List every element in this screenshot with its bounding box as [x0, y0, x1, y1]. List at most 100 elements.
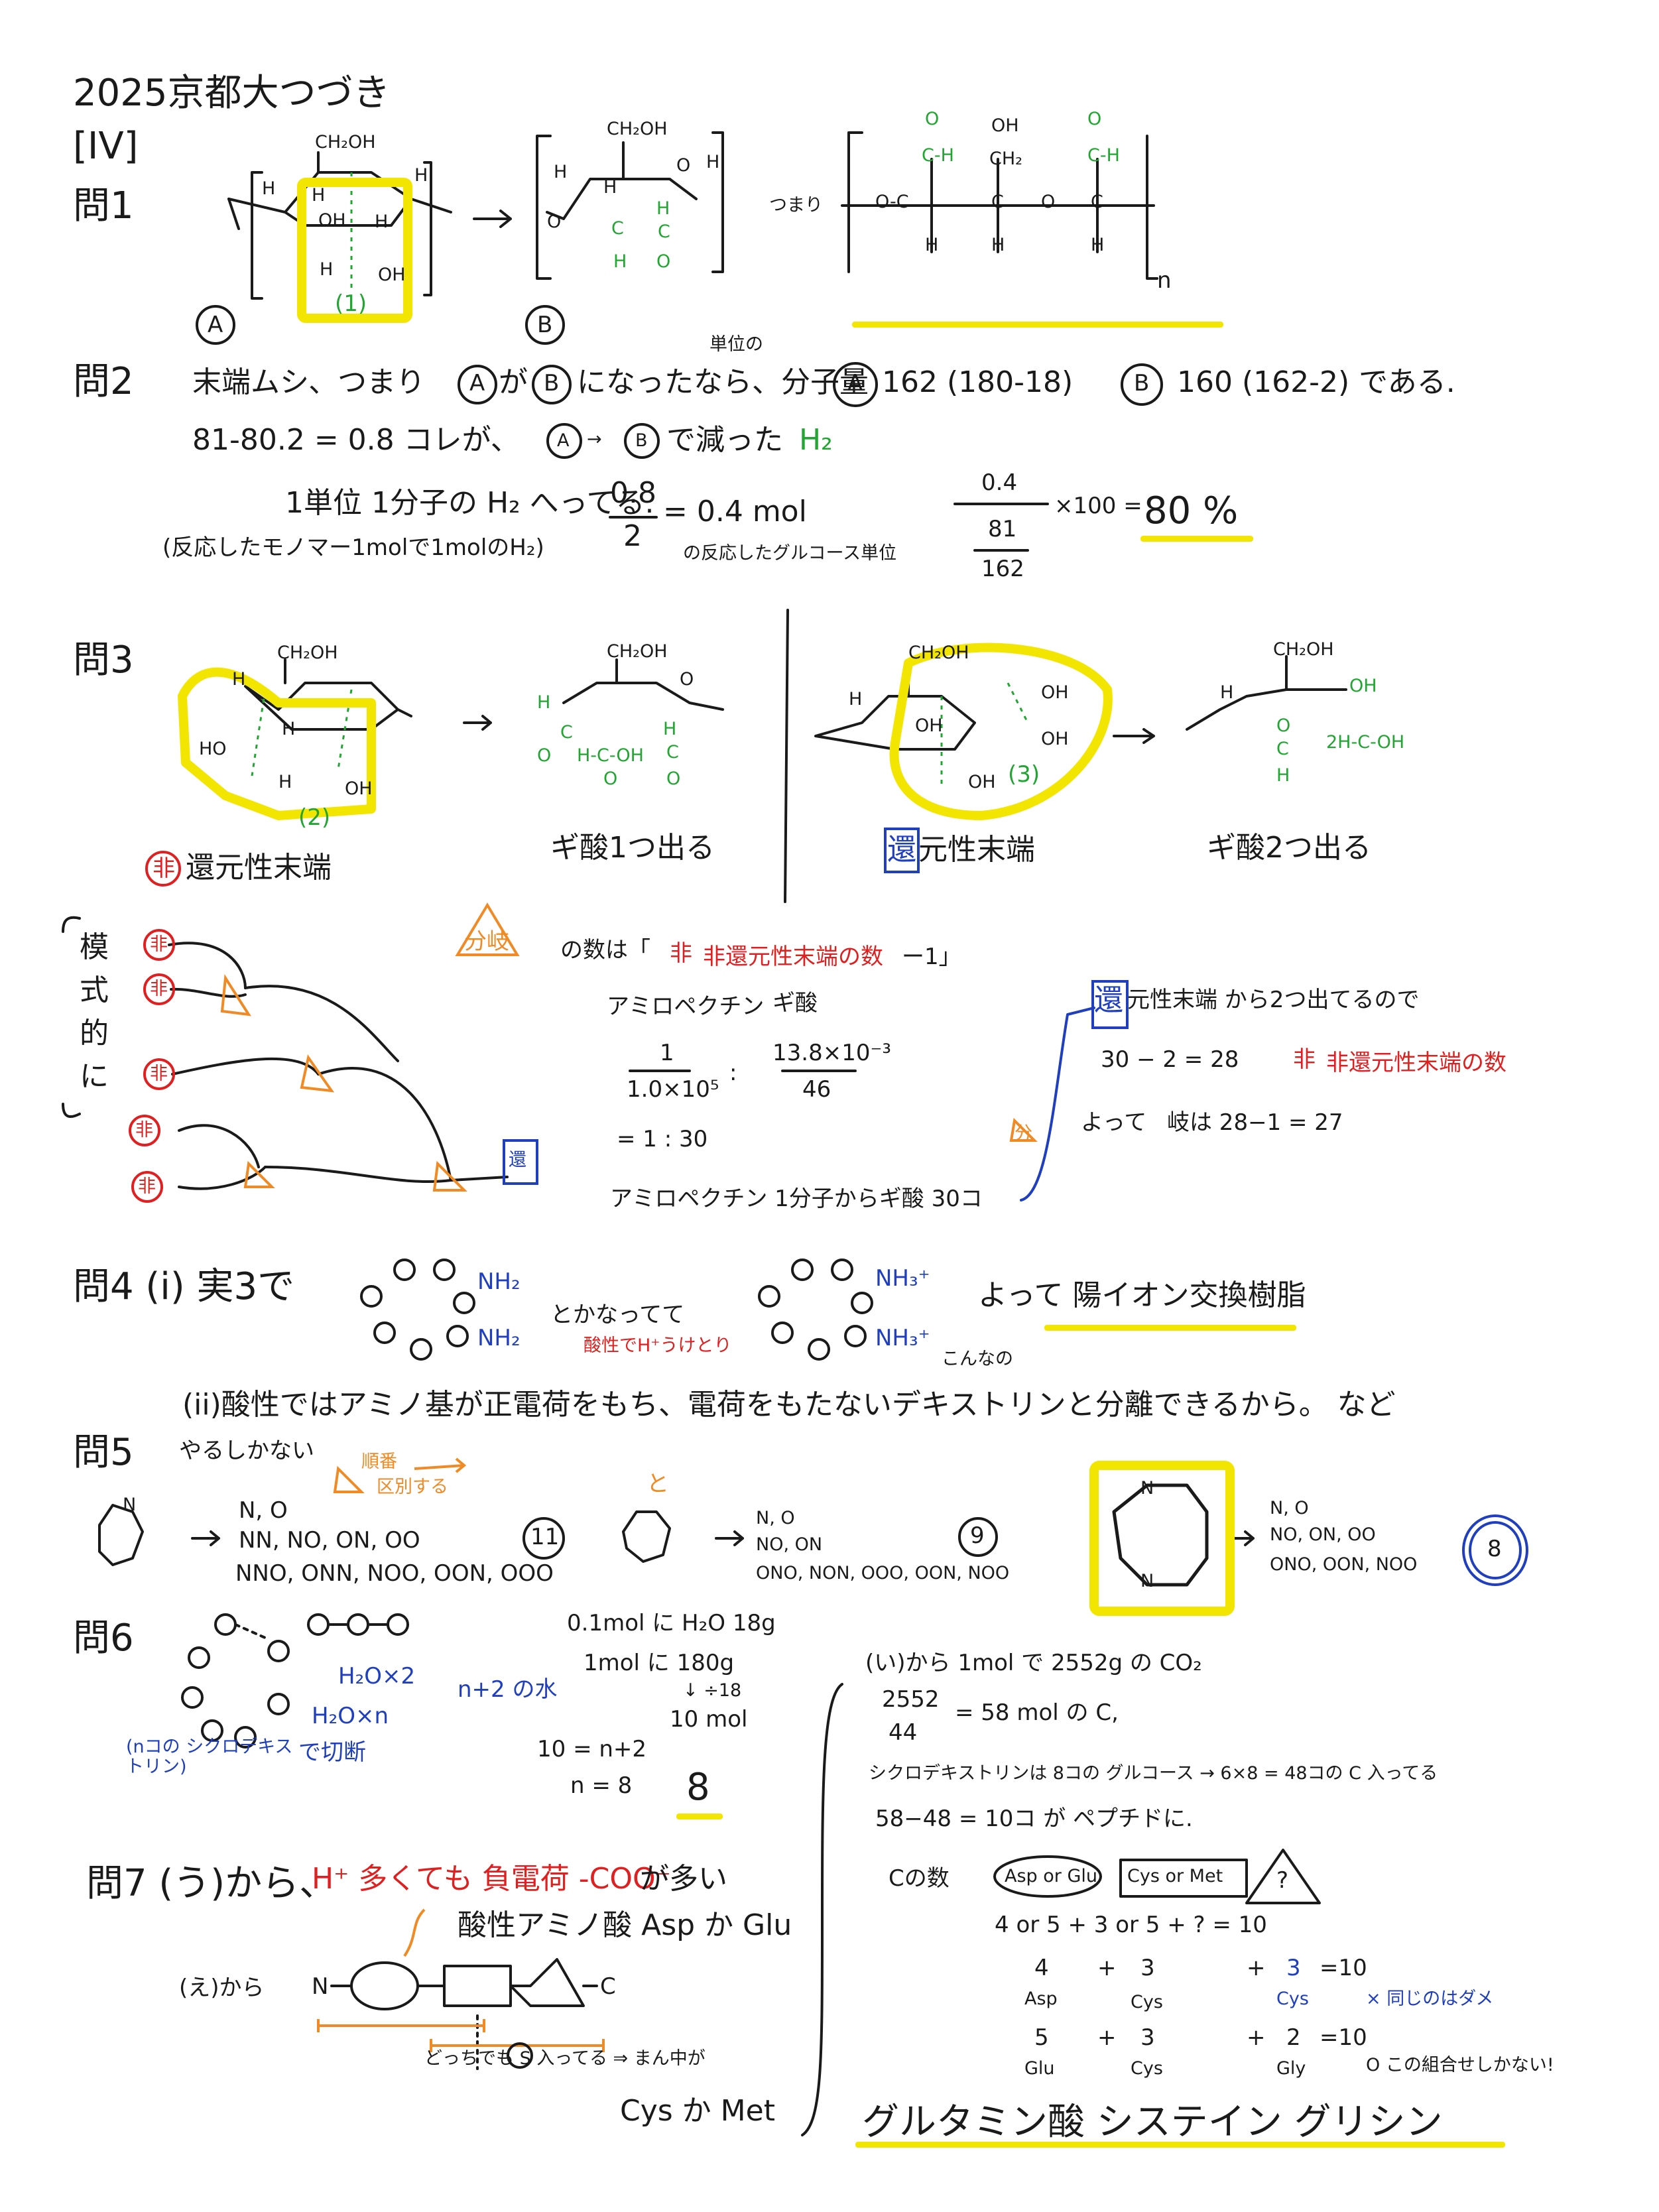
q3-label: 問3 [73, 639, 134, 682]
row2-v3: 3 [1286, 1955, 1301, 1981]
schema-label-4: に [80, 1060, 109, 1093]
q3-ch2oh-2: CH₂OH [607, 641, 668, 662]
right-row1: 4 or 5 + 3 or 5 + ? = 10 [995, 1912, 1267, 1938]
q1-b-o2: O [547, 212, 562, 232]
row3-v2: 3 [1140, 2024, 1155, 2051]
q3-oh-a: H [282, 719, 296, 739]
q3-oh-b: OH [345, 778, 373, 799]
highlight-final [855, 2142, 1505, 2148]
q7-s-note: どっちでも S 入ってる ⇒ まん中が [424, 2048, 706, 2069]
q1-label: 問1 [73, 184, 134, 227]
r-box: 還 [1094, 983, 1123, 1017]
tonatte: とかなってて [550, 1302, 685, 1328]
q7-acidic: 酸性アミノ酸 Asp か Glu [458, 1908, 792, 1942]
highlight-q2-answer [1140, 536, 1253, 542]
q1-h1: H [262, 178, 276, 199]
q2-answer: 80 % [1144, 489, 1239, 532]
row2-v1: 4 [1034, 1955, 1049, 1981]
q1-chain-ch2: CH₂ [989, 149, 1022, 169]
q3-mid-h: H [537, 692, 551, 713]
q4-conclusion: よって 陽イオン交換樹脂 [978, 1278, 1306, 1312]
q2-val-b-circle: B [1134, 370, 1150, 397]
order-note-1: 順番 [361, 1451, 397, 1472]
nh2-1: NH₂ [477, 1268, 521, 1295]
q5-ring-n: N [123, 1495, 137, 1515]
rule-nonred-circle: 非 [670, 940, 692, 967]
set3-line3: ONO, OON, NOO [1270, 1554, 1418, 1575]
q3-rr-oh: OH [1349, 676, 1377, 696]
q6-ring-note: (nコの シクロデキストリン) [126, 1737, 293, 1777]
set3-line1: N, O [1270, 1498, 1309, 1518]
q4-ii: (ii)酸性ではアミノ基が正電荷をもち、電荷をもたないデキストリンと分離できるか… [182, 1388, 1396, 1422]
q5-yaru: やるしかない [179, 1438, 314, 1464]
schema-label-3: 的 [80, 1016, 109, 1050]
q1-b-h5: H [656, 198, 670, 219]
row3-v1: 5 [1034, 2024, 1049, 2051]
q3-ch2oh-3: CH₂OH [908, 643, 969, 663]
q1-b-h3: H [603, 177, 617, 198]
ratio-hdr-1: アミロペクチン [607, 993, 765, 1020]
q3-region-3: (3) [1008, 761, 1040, 788]
q2-frac1-den: 2 [623, 519, 642, 553]
q3-mid-o1: O [537, 745, 552, 766]
q2-circle-b: B [544, 370, 560, 397]
ratio-den-2: 46 [802, 1076, 831, 1103]
q4-label: 問4 (i) 実3で [73, 1265, 295, 1308]
q7-charge: H⁺ 多くても 負電荷 -COO⁻ [312, 1862, 671, 1896]
q2-line1c: になったなら、分子量 [577, 365, 869, 399]
q3-formic2: ギ酸2つ出る [1207, 831, 1371, 865]
ratio-hdr-2: ギ酸 [772, 990, 818, 1016]
q3-mid-c: C [560, 722, 573, 743]
right-l4a: Cの数 [889, 1865, 950, 1892]
set1-line2: NN, NO, ON, OO [239, 1527, 420, 1554]
result: 岐は 28−1 = 27 [1167, 1109, 1343, 1136]
right-box2: Cys or Met [1127, 1866, 1223, 1886]
row3-eq: =10 [1320, 2024, 1367, 2051]
q7-e-from: (え)から [179, 1975, 265, 2001]
q2-line2b: で減った [666, 423, 783, 457]
ratio-den-1: 1.0×10⁵ [627, 1076, 719, 1103]
calc-nonred-circle: 非 [1293, 1046, 1316, 1073]
big-ring-n1: N [1140, 1478, 1154, 1499]
q1-b-h1: H [554, 162, 568, 182]
q6-eq2: n = 8 [570, 1772, 633, 1799]
q1-chain-h2: H [991, 235, 1005, 255]
ratio-line: = 1 : 30 [617, 1126, 708, 1152]
q2-line2: 81-80.2 = 0.8 コレが、 [192, 423, 520, 457]
q1-h3: H [375, 212, 389, 232]
row2-n3: Cys [1276, 1989, 1309, 2009]
q2-frac2-inner-num: 81 [988, 516, 1017, 542]
calc: 30 − 2 = 28 [1101, 1046, 1239, 1073]
q3-r-oh3: OH [968, 772, 996, 792]
set2-line1: N, O [756, 1508, 795, 1528]
row2-v2: 3 [1140, 1955, 1155, 1981]
q3-r-oh1: OH [915, 715, 943, 736]
q1-ch2oh: CH₂OH [315, 132, 376, 153]
right-l1: (い)から 1mol で 2552g の CO₂ [865, 1650, 1202, 1676]
q5-to: と [646, 1471, 669, 1497]
q1-chain-oh: OH [991, 115, 1019, 136]
q6-cut: で切断 [298, 1739, 366, 1766]
q1-b-h4: H [613, 251, 627, 272]
q3-formic1: ギ酸1つ出る [550, 831, 715, 865]
q3-r-h: H [849, 689, 863, 709]
schema-label-1: 模 [80, 930, 109, 964]
q1-h2: H [312, 185, 326, 206]
ratio-colon: : [729, 1060, 737, 1086]
q2-val-a-circle: A [847, 370, 863, 397]
schema-non-1: 非 [150, 934, 168, 955]
q1-chain-o1: O [925, 109, 940, 129]
row3-n1: Glu [1024, 2058, 1055, 2079]
set1-line1: N, O [239, 1497, 288, 1524]
rule-start: の数は「 [560, 937, 650, 963]
q3-red-box: 還 [887, 833, 916, 867]
row2-n2: Cys [1131, 1992, 1163, 2012]
q2-tani: 単位の [709, 334, 763, 355]
row2-eq: =10 [1320, 1955, 1367, 1981]
q3-ch2oh-4: CH₂OH [1273, 639, 1334, 660]
row3-p1: + [1097, 2024, 1117, 2051]
q3-mid-o3: O [666, 768, 681, 789]
q3-ch2oh-1: CH₂OH [277, 643, 338, 663]
q7-many: が多い [640, 1862, 727, 1896]
